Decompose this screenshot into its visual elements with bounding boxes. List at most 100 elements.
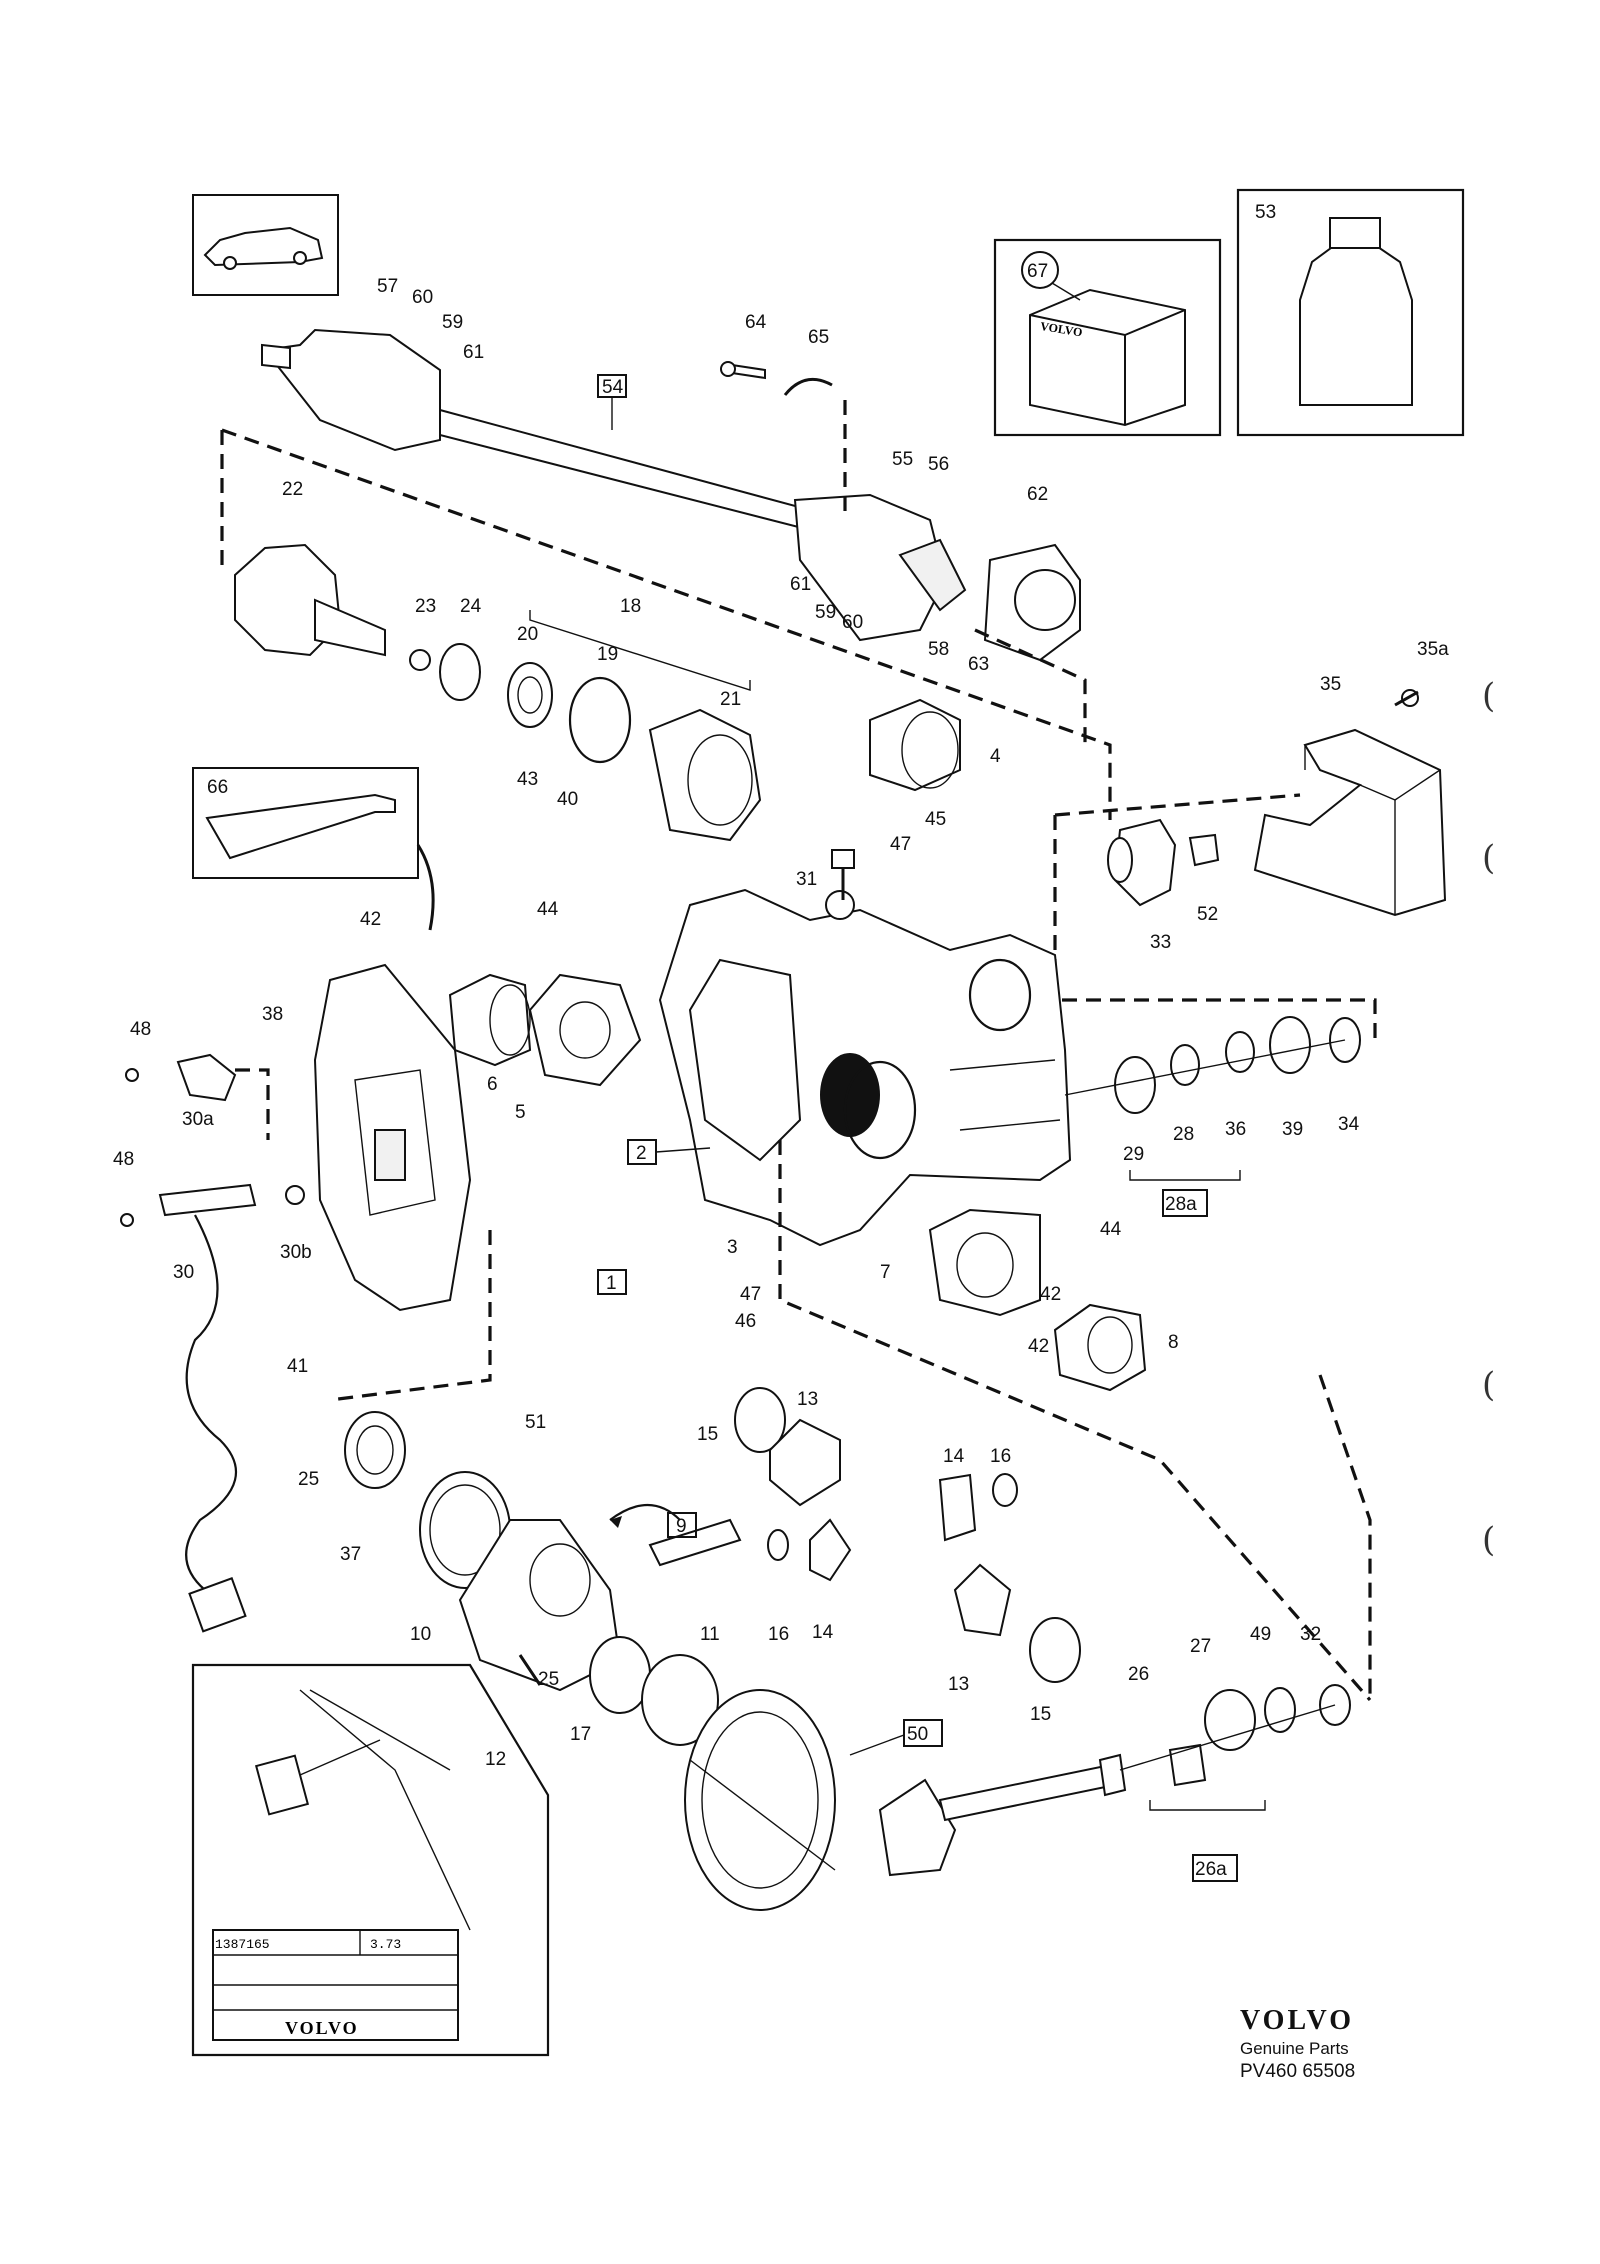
- bottle-box: 53: [1236, 188, 1465, 437]
- label-32: 32: [1300, 1624, 1321, 1645]
- yoke-5: [528, 973, 642, 1087]
- label-52: 52: [1197, 904, 1218, 925]
- sensor-30: [120, 1183, 305, 1633]
- main-housing: [658, 888, 1072, 1247]
- label-14: 14: [943, 1446, 965, 1467]
- differential-carrier: [344, 1411, 719, 1746]
- boxed-label-1: 1: [606, 1273, 617, 1294]
- label-37: 37: [340, 1544, 361, 1565]
- car-icon: [203, 226, 324, 267]
- plate-logo: VOLVO: [285, 2018, 359, 2038]
- label-30b: 30b: [280, 1242, 312, 1263]
- label-61: 61: [463, 342, 484, 363]
- label-36: 36: [1225, 1119, 1246, 1140]
- yoke-7: [928, 1208, 1041, 1317]
- label-12: 12: [485, 1749, 506, 1770]
- label-11: 11: [700, 1624, 720, 1645]
- crown-wheel: [684, 1689, 836, 1911]
- label-30: 30: [173, 1262, 194, 1283]
- label-44b: 44: [1100, 1219, 1122, 1240]
- package-box: 67 VOLVO: [993, 238, 1222, 437]
- plate-cell-1: 1387165: [215, 1937, 270, 1952]
- label-3: 3: [727, 1237, 738, 1258]
- label-64: 64: [745, 312, 767, 333]
- label-66: 66: [207, 777, 228, 798]
- margin-mark: (: [1482, 1365, 1496, 1405]
- label-30a: 30a: [182, 1109, 214, 1130]
- label-40: 40: [557, 789, 578, 810]
- label-27: 27: [1190, 1636, 1211, 1657]
- label-22: 22: [282, 479, 303, 500]
- identification-plate-box: 1387165 3.73 VOLVO: [191, 1663, 550, 2057]
- label-63: 63: [968, 654, 989, 675]
- label-48b: 48: [113, 1149, 134, 1170]
- boxed-label-2: 2: [636, 1143, 647, 1164]
- label-49: 49: [1250, 1624, 1271, 1645]
- label-13: 13: [797, 1389, 818, 1410]
- label-57: 57: [377, 276, 398, 297]
- brand-block: VOLVO Genuine Parts PV460 65508: [1240, 2005, 1420, 2083]
- label-42c: 42: [1028, 1336, 1049, 1357]
- label-42: 42: [360, 909, 381, 930]
- group-outline-shaft: [220, 400, 1112, 820]
- label-15: 15: [697, 1424, 718, 1445]
- label-23: 23: [415, 596, 436, 617]
- label-20: 20: [517, 624, 538, 645]
- label-33: 33: [1150, 932, 1171, 953]
- sensor-30a: [125, 1053, 237, 1102]
- margin-mark: (: [1482, 676, 1496, 716]
- label-51: 51: [525, 1412, 546, 1433]
- label-38: 38: [262, 1004, 283, 1025]
- drive-shaft: 54: [261, 328, 1081, 662]
- diagram-code: PV460 65508: [1240, 2061, 1356, 2082]
- volvo-logo: VOLVO: [1240, 2005, 1354, 2036]
- label-60: 60: [412, 287, 433, 308]
- boxed-label-54: 54: [602, 377, 624, 398]
- package-text: VOLVO: [1039, 319, 1083, 339]
- label-59: 59: [442, 312, 463, 333]
- label-24: 24: [460, 596, 482, 617]
- differential-gears: [609, 1387, 1081, 1683]
- label-60b: 60: [842, 612, 863, 633]
- label-8: 8: [1168, 1332, 1179, 1353]
- sealant-tube-box: 66: [192, 767, 419, 879]
- group-outline-housing: [329, 1140, 1372, 1702]
- label-47b: 47: [740, 1284, 761, 1305]
- pinion-bearing-row: [1064, 1016, 1361, 1114]
- sealant-tube-icon: [205, 793, 396, 860]
- label-35: 35: [1320, 674, 1341, 695]
- label-43: 43: [517, 769, 538, 790]
- label-14b: 14: [812, 1622, 834, 1643]
- label-16b: 16: [768, 1624, 789, 1645]
- boxed-label-50: 50: [907, 1724, 928, 1745]
- mount-bushing-4: [869, 698, 961, 792]
- label-46: 46: [735, 1311, 756, 1332]
- flange-33: [1107, 818, 1220, 907]
- label-35a: 35a: [1417, 639, 1449, 660]
- label-25: 25: [298, 1469, 319, 1490]
- vehicle-icon-box: [192, 194, 339, 296]
- part-number-labels: 57 60 59 61 64 65 55 56 62 22 23 24 20 1…: [113, 276, 1449, 1770]
- label-59b: 59: [815, 602, 836, 623]
- support-bracket-35: [1253, 689, 1447, 917]
- label-45: 45: [925, 809, 946, 830]
- label-29: 29: [1123, 1144, 1144, 1165]
- boxed-label-9: 9: [676, 1516, 687, 1537]
- label-25b: 25: [538, 1669, 559, 1690]
- boxed-label-26a: 26a: [1195, 1859, 1227, 1880]
- label-58: 58: [928, 639, 949, 660]
- side-cover-38: [313, 963, 472, 1312]
- label-5: 5: [515, 1102, 526, 1123]
- label-55: 55: [892, 449, 913, 470]
- label-7: 7: [880, 1262, 891, 1283]
- label-18: 18: [620, 596, 641, 617]
- label-56: 56: [928, 454, 949, 475]
- bolt-31: [831, 849, 855, 900]
- label-16: 16: [990, 1446, 1011, 1467]
- label-48: 48: [130, 1019, 151, 1040]
- label-6: 6: [487, 1074, 498, 1095]
- label-44: 44: [537, 899, 559, 920]
- label-61b: 61: [790, 574, 811, 595]
- label-4: 4: [990, 746, 1001, 767]
